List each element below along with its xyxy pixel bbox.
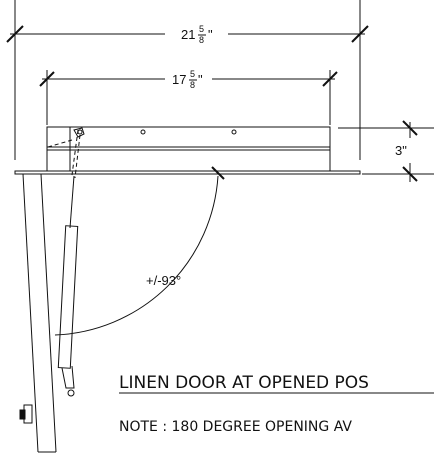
base-plate: [14, 170, 361, 175]
screw-hole-left: [140, 129, 146, 135]
cabinet-body: [46, 126, 331, 172]
depth-label: 3": [395, 143, 407, 158]
open-door-panel: [19, 173, 79, 453]
base-plate-tick: [211, 166, 225, 180]
overall-whole: 21: [181, 27, 195, 42]
overall-frac-den: 8: [199, 35, 204, 45]
strut-cylinder: [57, 225, 79, 369]
hidden-line-1: [47, 139, 73, 148]
overall-width-label: 21 5 8 ": [181, 24, 213, 45]
caption-note: NOTE : 180 DEGREE OPENING AV: [119, 419, 352, 435]
inner-width-label: 17 5 8 ": [172, 69, 203, 90]
opening-angle-arc: [54, 175, 219, 336]
hinge-bracket: [73, 127, 85, 138]
overall-frac-num: 5: [199, 24, 204, 34]
inner-frac-num: 5: [190, 69, 195, 79]
hinge-detail: [73, 127, 85, 138]
door-handle-knob: [19, 409, 26, 420]
door-inner-edge: [40, 173, 57, 453]
inner-width-dimension: [39, 70, 338, 125]
depth-tick-top: [402, 120, 418, 136]
strut-rod: [69, 175, 75, 229]
inner-frac-den: 8: [190, 80, 195, 90]
screw-hole-right: [231, 129, 237, 135]
inner-unit: ": [198, 72, 203, 87]
hidden-line-2: [71, 129, 79, 176]
depth-tick-bottom: [402, 166, 418, 182]
angle-label: +/-93°: [146, 273, 181, 288]
overall-tick-right: [351, 25, 369, 43]
inner-tick-right: [322, 71, 338, 87]
hidden-line-3: [74, 134, 81, 179]
strut-mount: [67, 389, 75, 397]
cabinet-lower-rail: [46, 146, 331, 172]
overall-width-dimension: [6, 0, 369, 160]
depth-dimension: [338, 120, 434, 182]
caption-title: LINEN DOOR AT OPENED POS: [119, 373, 369, 393]
overall-tick-left: [6, 25, 24, 43]
door-outer-edge: [22, 173, 39, 453]
cabinet-top-rail: [46, 126, 331, 148]
overall-unit: ": [208, 27, 213, 42]
inner-whole: 17: [172, 72, 186, 87]
hidden-hinge-lines: [47, 129, 81, 179]
strut-end: [61, 365, 75, 389]
hinge-pivot: [77, 129, 83, 135]
inner-tick-left: [39, 71, 55, 87]
